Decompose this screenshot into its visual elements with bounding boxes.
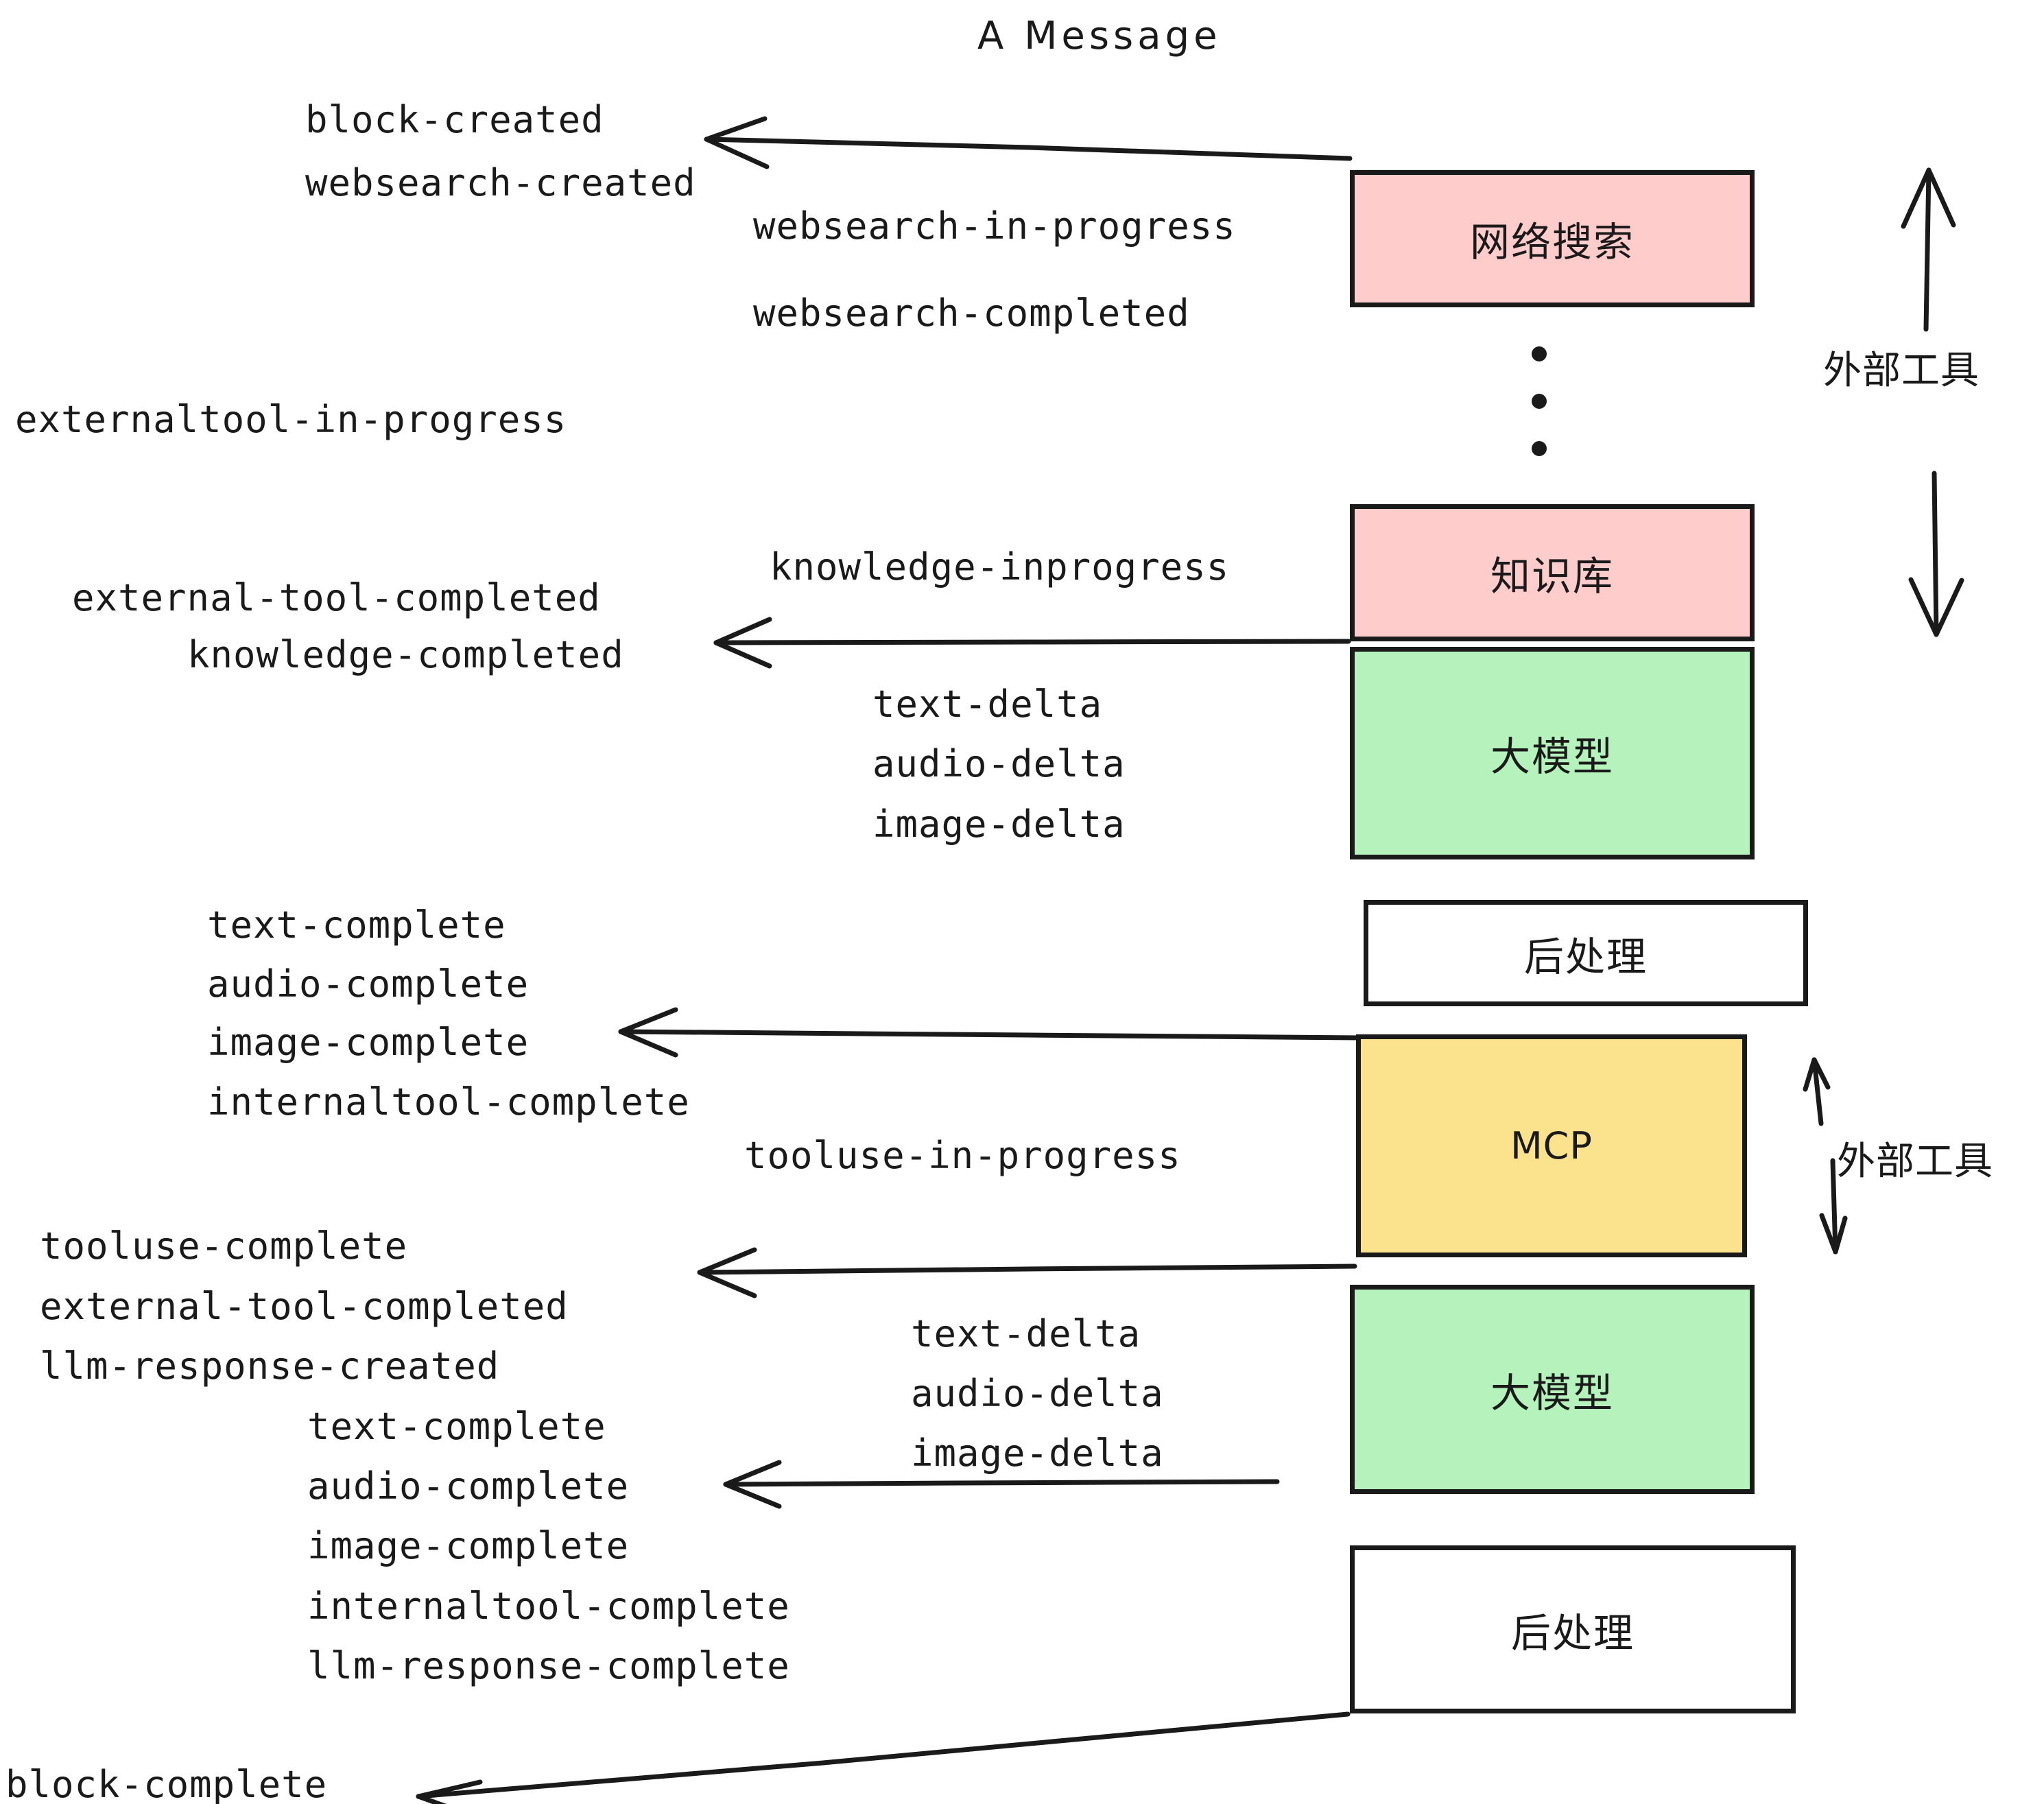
event-text-complete-1: text-complete [207,903,506,947]
node-llm-2-label: 大模型 [1490,1369,1614,1416]
event-image-delta-2: image-delta [911,1432,1164,1475]
event-knowledge-inprogress: knowledge-inprogress [770,545,1230,589]
arrow-knowledge-to-knowledge-completed [713,617,1351,669]
event-llm-response-complete: llm-response-complete [307,1644,790,1687]
arrow-external-tools-bottom-up [1803,1057,1831,1126]
node-postprocess-1-label: 后处理 [1523,933,1648,980]
node-llm-2[interactable]: 大模型 [1350,1285,1755,1494]
node-websearch[interactable]: 网络搜索 [1350,170,1755,307]
event-audio-complete-2: audio-complete [307,1464,630,1508]
node-postprocess-1[interactable]: 后处理 [1364,900,1808,1006]
arrow-websearch-to-block-created [704,116,1353,169]
node-mcp-label: MCP [1510,1124,1593,1167]
event-llm-response-created: llm-response-created [40,1344,500,1388]
event-websearch-created: websearch-created [305,161,696,204]
event-websearch-completed: websearch-completed [753,292,1190,335]
event-tooluse-in-progress: tooluse-in-progress [744,1134,1181,1177]
node-llm-1-label: 大模型 [1490,733,1614,780]
arrow-external-tools-top-up [1901,167,1956,332]
event-audio-complete-1: audio-complete [207,962,530,1006]
vertical-ellipsis [1531,346,1547,456]
event-block-created: block-created [305,98,604,141]
external-tools-label-top: 外部工具 [1823,348,1980,393]
event-externaltool-in-progress: externaltool-in-progress [15,398,567,441]
event-tooluse-complete: tooluse-complete [40,1224,408,1268]
diagram-title: A Message [977,14,1222,58]
event-external-tool-completed-2: external-tool-completed [40,1285,569,1328]
node-knowledge-label: 知识库 [1490,553,1614,600]
node-postprocess-2[interactable]: 后处理 [1350,1545,1796,1713]
arrow-postprocess-to-block-complete [416,1711,1351,1804]
arrow-mcp-to-tooluse-complete [697,1247,1357,1298]
event-image-delta-1: image-delta [872,803,1126,846]
event-internaltool-complete-2: internaltool-complete [307,1585,790,1628]
event-image-complete-2: image-complete [307,1524,630,1567]
node-postprocess-2-label: 后处理 [1510,1609,1635,1657]
node-mcp[interactable]: MCP [1356,1034,1747,1257]
event-text-delta-2: text-delta [911,1312,1141,1355]
node-llm-1[interactable]: 大模型 [1350,647,1755,859]
event-internaltool-complete-1: internaltool-complete [207,1080,690,1124]
event-audio-delta-2: audio-delta [911,1372,1164,1415]
event-audio-delta-1: audio-delta [872,742,1126,785]
event-knowledge-completed: knowledge-completed [187,633,624,676]
event-block-complete: block-complete [5,1763,328,1804]
event-external-tool-completed-1: external-tool-completed [72,576,601,619]
arrow-external-tools-top-down [1908,471,1964,637]
node-knowledge[interactable]: 知识库 [1350,504,1755,641]
event-text-complete-2: text-complete [307,1405,606,1448]
event-text-delta-1: text-delta [872,683,1103,726]
node-websearch-label: 网络搜索 [1469,219,1635,265]
external-tools-label-bottom: 外部工具 [1837,1139,1993,1184]
arrow-postprocess-to-image-complete [618,1007,1364,1058]
event-websearch-in-progress: websearch-in-progress [753,204,1236,248]
event-image-complete-1: image-complete [207,1021,530,1064]
